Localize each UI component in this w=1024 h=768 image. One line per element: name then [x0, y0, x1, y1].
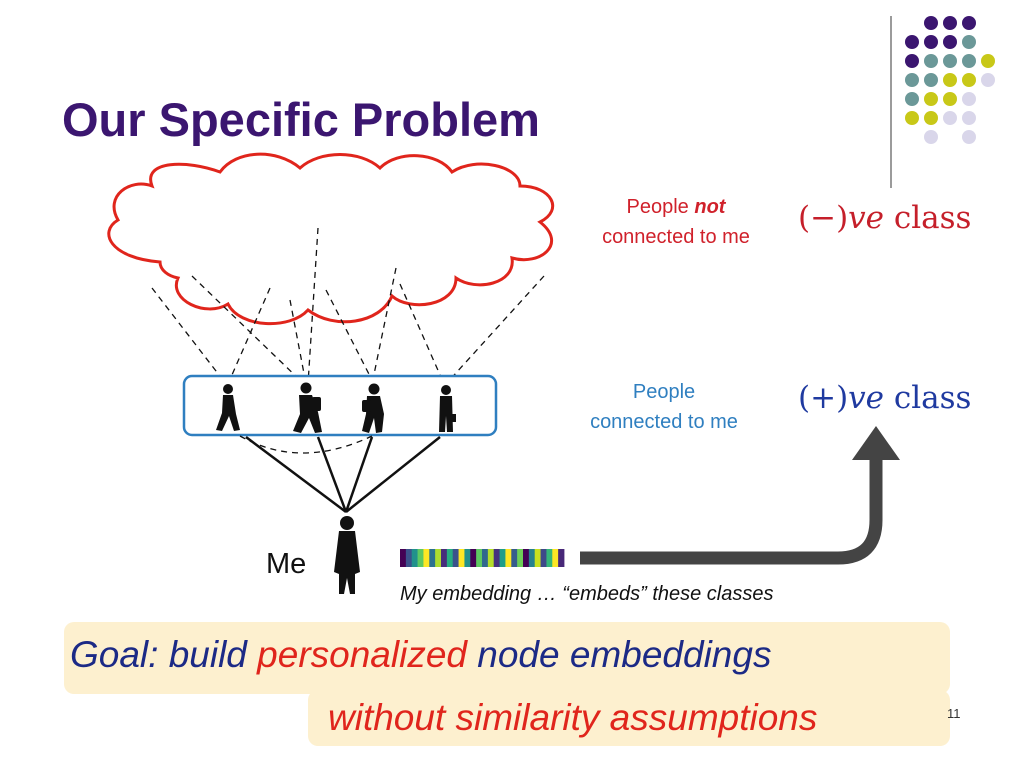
embedding-color-bar	[400, 549, 565, 567]
decorative-dot	[924, 92, 938, 106]
embedding-stripe	[470, 549, 477, 567]
embedding-stripe	[493, 549, 500, 567]
divider-line	[890, 16, 892, 188]
decorative-dot	[924, 35, 938, 49]
decorative-dot	[924, 111, 938, 125]
embedding-stripe	[511, 549, 518, 567]
embedding-stripe	[446, 549, 454, 567]
decorative-dot	[924, 54, 938, 68]
decorative-dot	[943, 73, 957, 87]
walking-person-with-bag-icon	[362, 383, 384, 433]
decorative-dot	[981, 54, 995, 68]
decorative-dot	[943, 54, 957, 68]
page-number: 11	[947, 706, 961, 721]
decorative-dot	[943, 92, 957, 106]
decorative-dot	[924, 16, 938, 30]
embedding-stripe	[487, 549, 495, 567]
goal-highlight: personalized	[257, 634, 467, 675]
me-person-icon	[334, 516, 360, 594]
embedding-stripe	[517, 549, 524, 567]
embedding-stripe	[540, 549, 547, 567]
embedding-stripe	[423, 549, 430, 567]
goal-background-1	[64, 622, 950, 694]
embedding-caption: My embedding … “embeds” these classes	[400, 583, 774, 605]
embedding-stripe	[417, 549, 424, 567]
decorative-dot	[905, 92, 919, 106]
embedding-stripe	[482, 549, 489, 567]
cloud-shape	[107, 152, 555, 326]
decorative-dot	[962, 35, 976, 49]
decorative-dot	[943, 16, 957, 30]
decorative-dot	[905, 35, 919, 49]
standing-person-with-briefcase-icon	[439, 385, 456, 432]
goal-background-2	[308, 690, 950, 746]
connected-label: People connected to me	[590, 381, 738, 433]
decorative-dot	[962, 111, 976, 125]
decorative-dot	[962, 73, 976, 87]
embedding-stripe	[435, 549, 442, 567]
decorative-dot	[905, 73, 919, 87]
negative-class-label: (−)ve class	[798, 200, 972, 236]
embedding-stripe	[464, 549, 471, 567]
embedding-stripe	[458, 549, 465, 567]
decorative-dot	[981, 73, 995, 87]
embedding-stripe	[523, 549, 530, 567]
goal-line-1: Goal: build personalized node embeddings	[70, 634, 772, 675]
embedding-stripe	[411, 549, 418, 567]
decorative-dot	[962, 54, 976, 68]
dashed-arc	[239, 435, 373, 454]
connected-people-box	[182, 374, 498, 437]
connected-links	[245, 436, 441, 513]
curved-arrow-up-icon	[580, 458, 883, 565]
embedding-stripe	[534, 549, 541, 567]
embedding-stripe	[546, 549, 553, 567]
decorative-dot	[962, 130, 976, 144]
walking-person-with-backpack-icon	[293, 382, 322, 433]
decorative-dot	[962, 16, 976, 30]
decorative-dot	[943, 111, 957, 125]
embedding-stripe	[528, 549, 536, 567]
goal-line-2: without similarity assumptions	[328, 697, 818, 738]
decorative-dot	[924, 73, 938, 87]
not-connected-links	[151, 227, 545, 385]
decorative-dot	[943, 35, 957, 49]
not-connected-label: People not connected to me	[602, 196, 750, 248]
embedding-stripe	[400, 549, 407, 567]
embedding-stripe	[476, 549, 483, 567]
embedding-stripe	[405, 549, 413, 567]
not-emphasis: not	[694, 196, 726, 218]
arrow-head	[852, 426, 900, 460]
decorative-dot	[905, 111, 919, 125]
decorative-dot	[905, 54, 919, 68]
embedding-stripe	[429, 549, 436, 567]
decorative-dot	[962, 92, 976, 106]
embedding-stripe	[499, 549, 506, 567]
slide-title: Our Specific Problem	[62, 93, 540, 146]
embedding-stripe	[505, 549, 512, 567]
decorative-dot	[924, 130, 938, 144]
positive-class-label: (+)ve class	[798, 380, 972, 416]
embedding-stripe	[452, 549, 459, 567]
embedding-stripe	[441, 549, 448, 567]
me-label: Me	[266, 548, 307, 580]
embedding-stripe	[552, 549, 559, 567]
walking-person-icon	[216, 384, 240, 431]
embedding-stripe	[558, 549, 565, 567]
